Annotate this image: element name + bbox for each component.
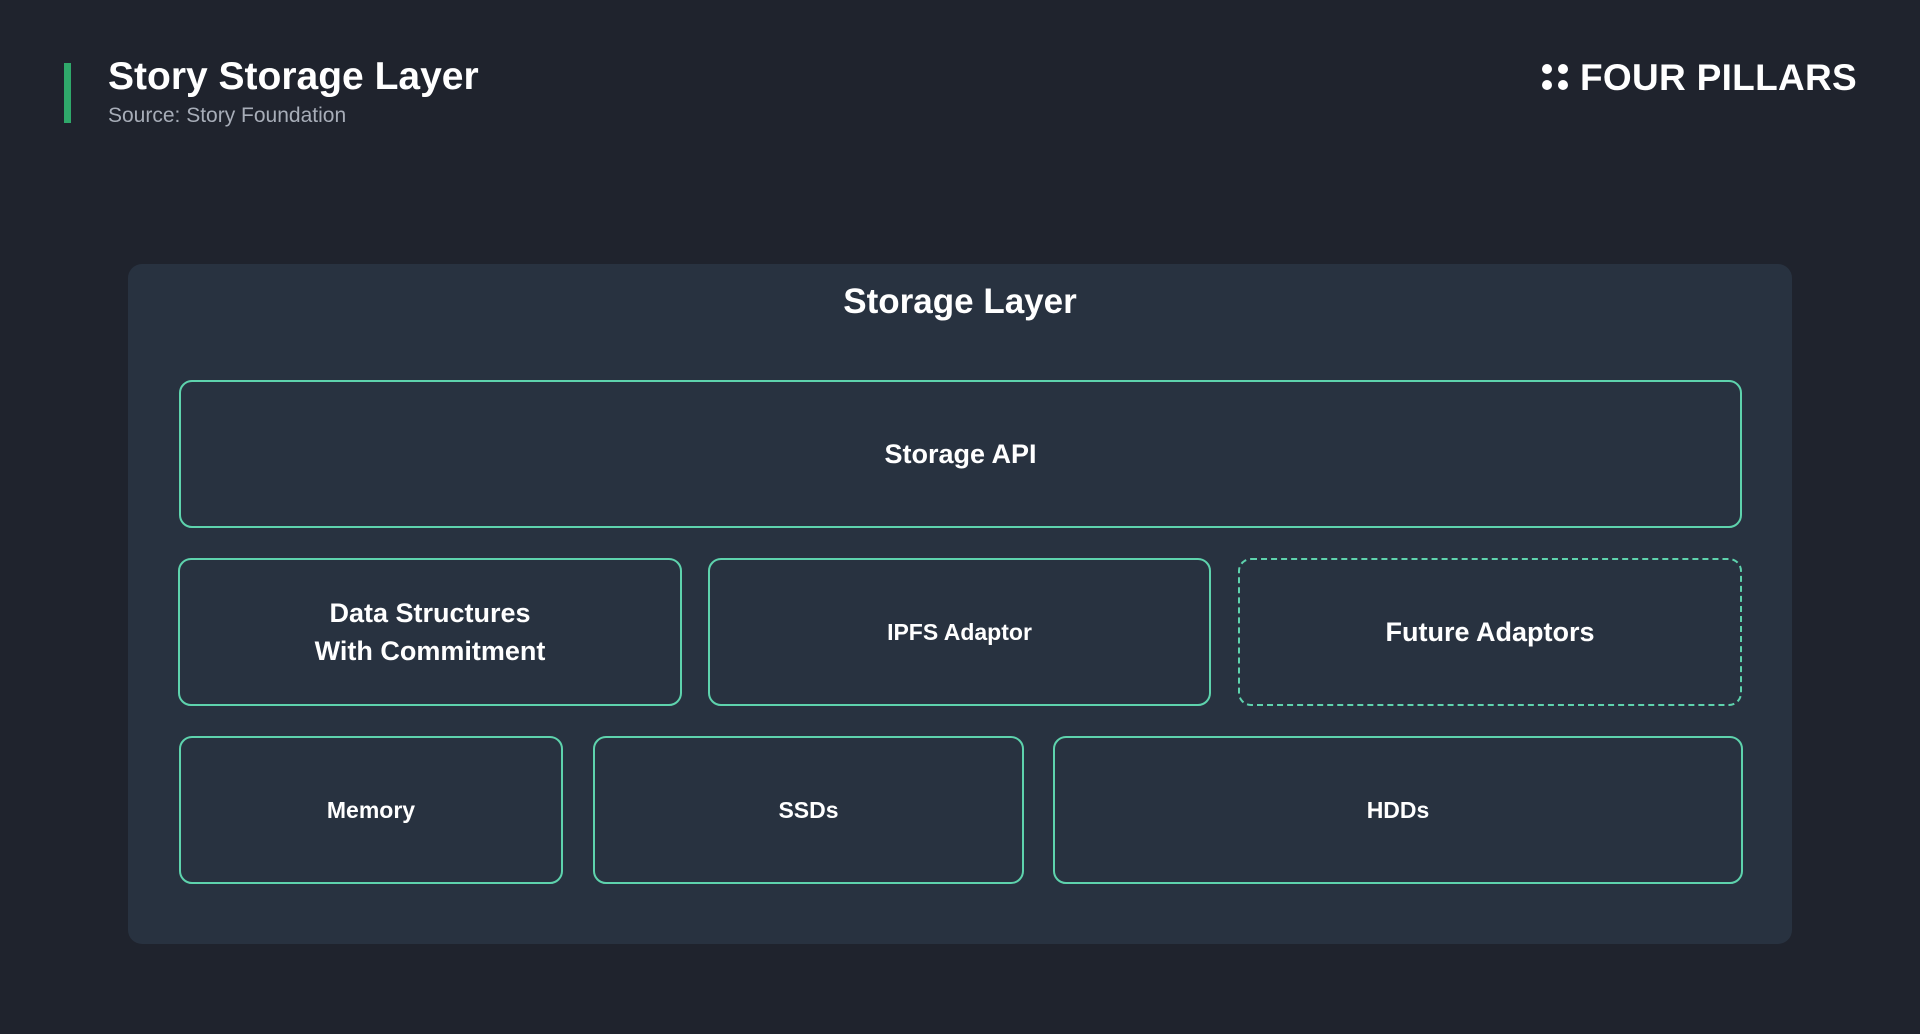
brand-name: FOUR PILLARS bbox=[1580, 57, 1857, 98]
four-dots-logo-icon bbox=[1542, 64, 1570, 92]
panel-title: Storage Layer bbox=[843, 282, 1077, 321]
data-structures-box: Data Structures With Commitment bbox=[178, 558, 682, 706]
brand-logo: FOUR PILLARS bbox=[1542, 56, 1857, 100]
future-adaptors-box: Future Adaptors bbox=[1238, 558, 1742, 706]
ssds-box: SSDs bbox=[593, 736, 1024, 884]
hdds-label: HDDs bbox=[1366, 797, 1430, 823]
ssds-label: SSDs bbox=[778, 797, 839, 823]
ipfs-adaptor-box: IPFS Adaptor bbox=[708, 558, 1211, 706]
page-title: Story Storage Layer bbox=[108, 55, 479, 98]
data-structures-label-line2: With Commitment bbox=[314, 636, 546, 666]
title-accent-bar bbox=[64, 63, 71, 123]
storage-api-box: Storage API bbox=[179, 380, 1742, 528]
page-subtitle: Source: Story Foundation bbox=[108, 104, 347, 127]
hdds-box: HDDs bbox=[1053, 736, 1743, 884]
memory-label: Memory bbox=[326, 797, 416, 823]
memory-box: Memory bbox=[179, 736, 563, 884]
storage-api-label: Storage API bbox=[884, 439, 1037, 469]
future-adaptors-label: Future Adaptors bbox=[1385, 617, 1595, 647]
data-structures-label-line1: Data Structures bbox=[329, 598, 531, 628]
storage-layer-panel: Storage Layer Storage API Data Structure… bbox=[128, 264, 1792, 944]
ipfs-adaptor-label: IPFS Adaptor bbox=[887, 619, 1032, 645]
